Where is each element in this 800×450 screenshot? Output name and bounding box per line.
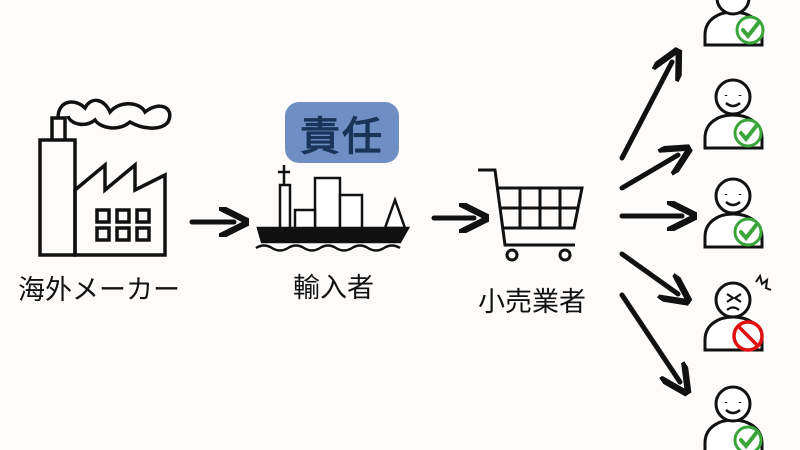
arrow-to-consumer-5 — [619, 292, 680, 382]
check-icon — [735, 15, 765, 45]
cargo-ship-icon — [255, 165, 411, 252]
consumer-5 — [703, 385, 764, 450]
shopping-cart-icon — [478, 168, 584, 262]
consumer-3 — [703, 177, 764, 249]
responsibility-badge: 責任 — [285, 102, 399, 163]
consumer-1 — [703, 0, 765, 47]
importer-label: 輸入者 — [293, 273, 374, 304]
arrow-to-consumer-4 — [619, 251, 678, 294]
arrow-to-consumer-1 — [619, 62, 672, 161]
consumer-4-harmed — [703, 273, 772, 352]
arrow-to-consumer-2 — [619, 155, 678, 191]
check-icon — [733, 118, 763, 148]
consumer-2 — [703, 78, 764, 150]
check-icon — [733, 425, 763, 450]
manufacturer-label: 海外メーカー — [18, 275, 180, 306]
prohibited-icon — [732, 320, 764, 352]
factory-icon — [38, 98, 172, 257]
retailer-label: 小売業者 — [478, 287, 586, 318]
flow-arrows — [189, 62, 682, 382]
check-icon — [733, 217, 763, 247]
